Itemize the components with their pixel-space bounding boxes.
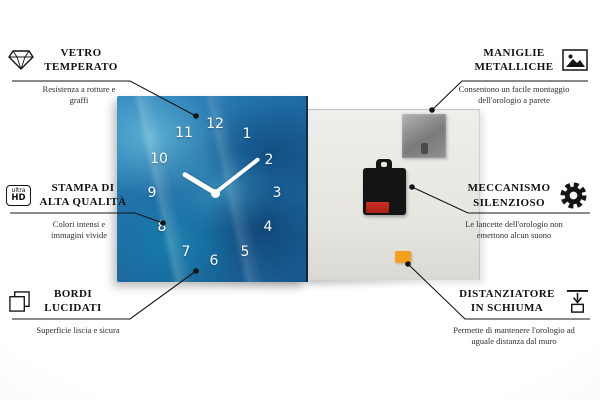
battery: [366, 202, 389, 213]
callout-title: MECCANISMO SILENZIOSO: [467, 182, 551, 209]
clock-number: 7: [181, 244, 191, 260]
callout-subtitle: Colori intensi e immagini vivide: [51, 218, 107, 241]
callout-title: MANIGLIE METALLICHE: [474, 47, 554, 74]
mechanism-hook: [376, 159, 392, 170]
clock-mechanism: [363, 168, 406, 215]
callout-vetro-temperato: VETRO TEMPERATO Resistenza a rotture e g…: [8, 46, 150, 107]
callout-title: BORDI LUCIDATI: [44, 288, 102, 315]
wall-spacer-icon: [565, 289, 590, 314]
callout-subtitle: Resistenza a rotture e graffi: [42, 83, 116, 106]
hanging-slot: [420, 143, 428, 154]
callout-subtitle: Superficie liscia e sicura: [36, 324, 120, 335]
clock-number: 6: [209, 253, 219, 269]
clock-center-cap: [210, 188, 220, 198]
hook-hole: [381, 162, 387, 167]
clock-number: 11: [175, 125, 193, 141]
ultra-hd-icon: ultra HD: [6, 184, 31, 206]
callout-subtitle: Le lancette dell'orologio non emettono a…: [465, 219, 563, 241]
callout-meccanismo-silenzioso: MECCANISMO SILENZIOSO Le lancette dell'o…: [440, 181, 588, 242]
clock-number: 3: [272, 185, 282, 201]
minute-hand: [213, 156, 261, 195]
clock-number: 9: [147, 185, 157, 201]
callout-stampa-alta-qualita: ultra HD STAMPA DI ALTA QUALITÀ Colori i…: [6, 181, 152, 242]
callout-maniglie-metalliche: MANIGLIE METALLICHE Consentono un facile…: [440, 46, 588, 107]
stacked-sheets-icon: [8, 290, 31, 313]
callout-title: DISTANZIATORE IN SCHIUMA: [459, 288, 555, 315]
callout-title: VETRO TEMPERATO: [44, 47, 118, 74]
clock-number: 12: [206, 116, 224, 132]
callout-subtitle: Consentono un facile montaggio dell'orol…: [458, 83, 570, 106]
foam-spacer: [395, 251, 411, 263]
clock-number: 1: [242, 126, 252, 142]
picture-frame-icon: [562, 49, 588, 72]
callout-title: STAMPA DI ALTA QUALITÀ: [39, 182, 127, 209]
clock-number: 8: [157, 219, 167, 235]
callout-distanziatore-schiuma: DISTANZIATORE IN SCHIUMA Permette di man…: [438, 287, 590, 348]
diamond-icon: [8, 49, 34, 71]
gear-icon: [559, 181, 588, 210]
callout-bordi-lucidati: BORDI LUCIDATI Superficie liscia e sicur…: [8, 287, 148, 336]
clock-face: 12 1 2 3 4 5 6 7 8 9 10 11: [117, 96, 306, 282]
metal-hanging-plate: [402, 114, 446, 158]
clock-number: 10: [150, 151, 168, 167]
callout-subtitle: Permette di mantenere l'orologio ad ugua…: [453, 324, 575, 347]
clock-number: 2: [264, 152, 274, 168]
clock-number: 4: [263, 219, 273, 235]
clock-number: 5: [240, 244, 250, 260]
